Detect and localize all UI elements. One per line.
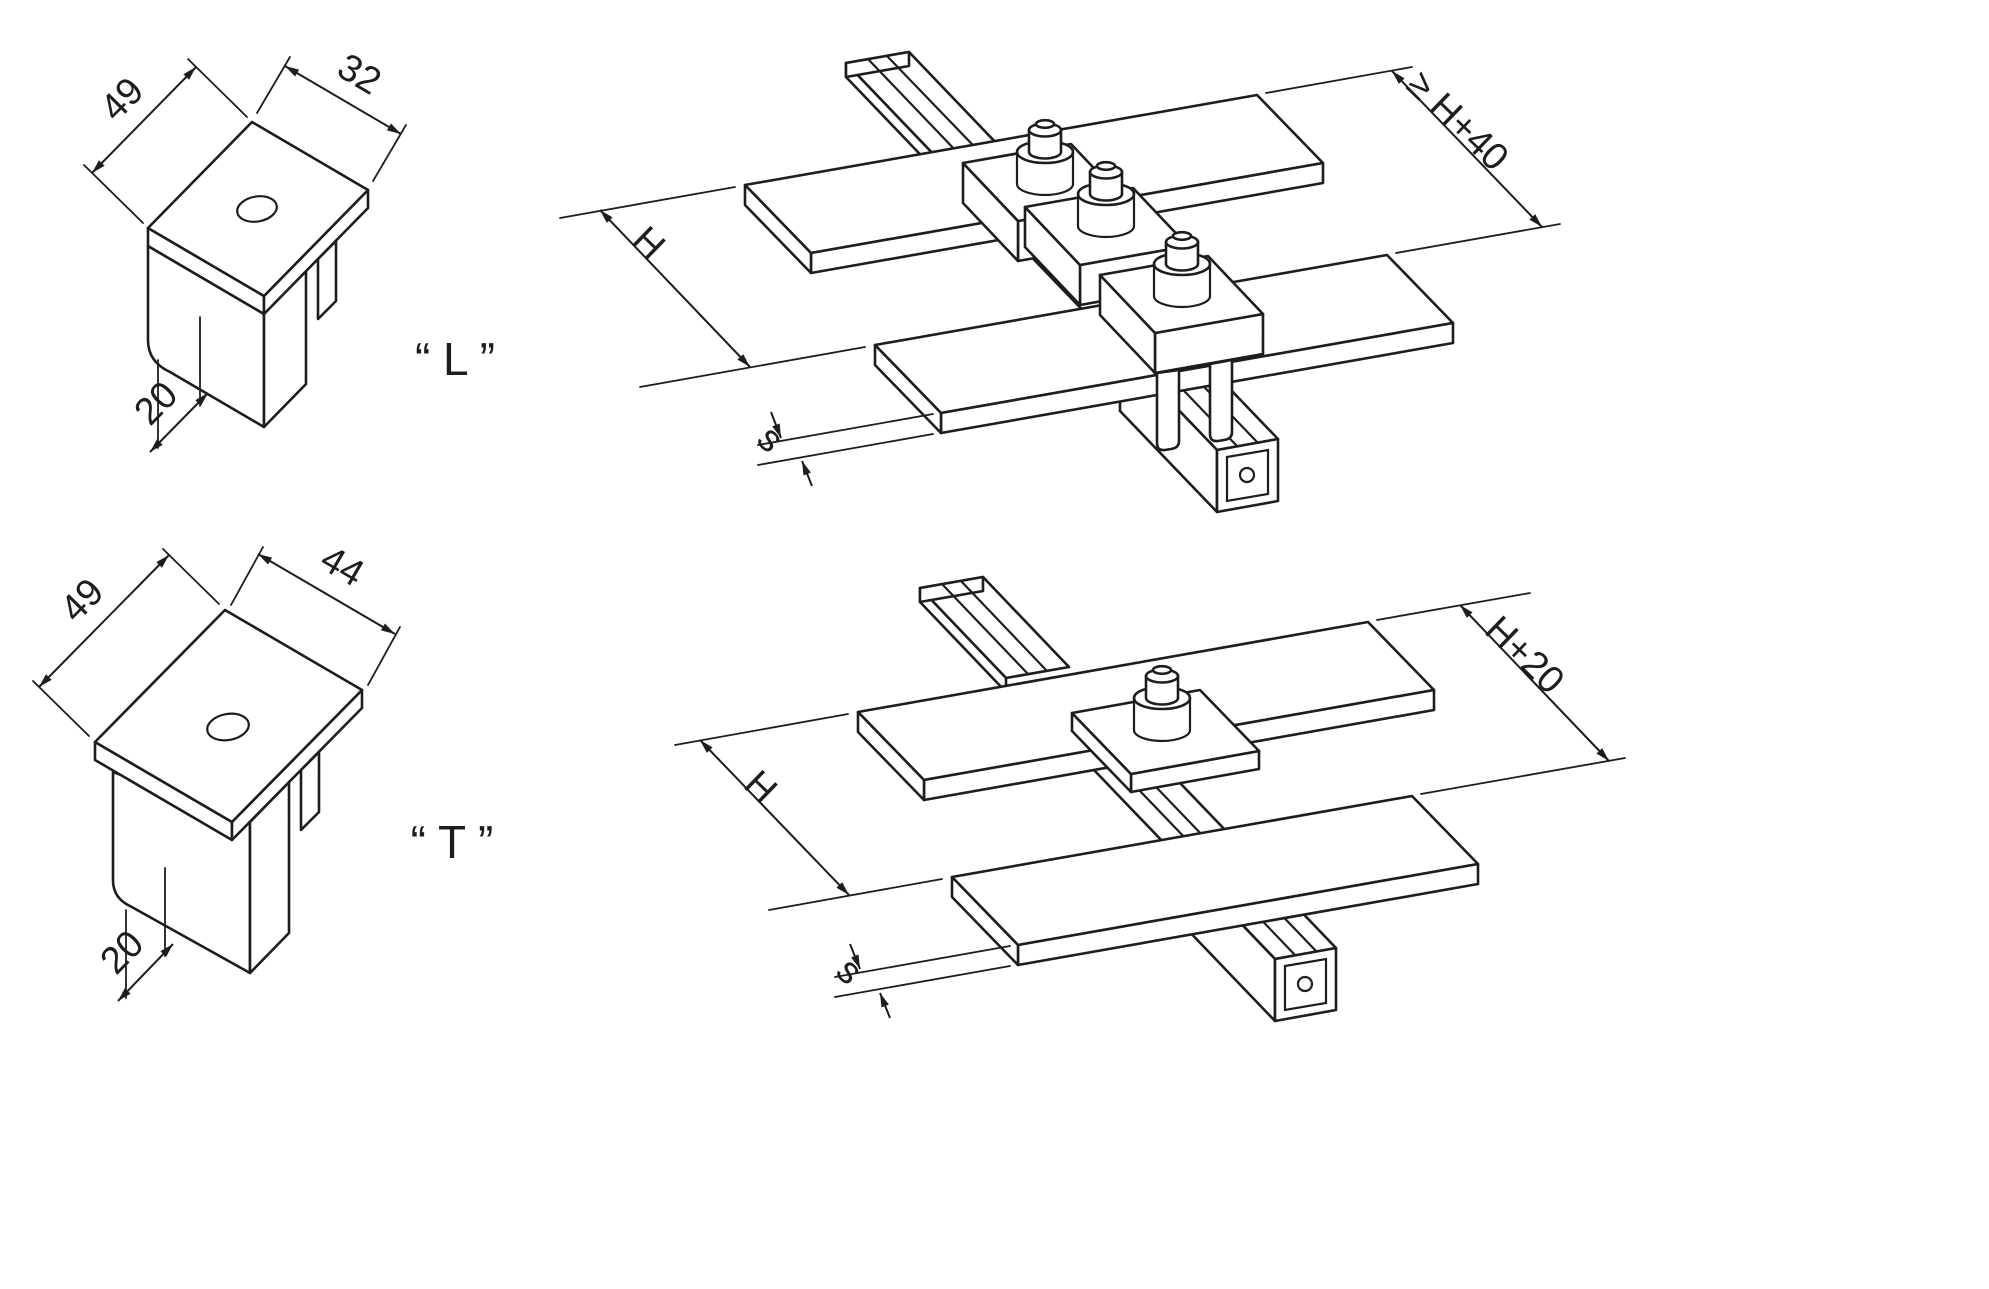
l-assembly-dim-span: ≥ H+40 bbox=[1398, 63, 1516, 179]
l-dim-depth: 32 bbox=[330, 46, 388, 104]
l-fitting-label: “ L ” bbox=[415, 333, 495, 385]
l-fitting-body bbox=[146, 120, 370, 429]
t-fitting-label: “ T ” bbox=[411, 816, 494, 868]
l-fitting-drawing: 49 32 20 “ L ” bbox=[83, 46, 495, 453]
t-assembly-dim-span: H+20 bbox=[1477, 608, 1572, 702]
l-assembly-dim-height: H bbox=[624, 219, 673, 268]
t-assembly-panel-lower bbox=[950, 794, 1480, 967]
t-assembly-drawing: H s H+20 bbox=[674, 575, 1626, 1023]
clamp-jaw-prong bbox=[1155, 368, 1181, 452]
clamp-jaw-prong bbox=[1208, 358, 1234, 443]
l-assembly-clamp-3 bbox=[1098, 230, 1265, 452]
t-plate-top-face bbox=[93, 608, 364, 824]
t-dim-depth: 44 bbox=[313, 538, 371, 596]
l-bolt-hole bbox=[236, 195, 278, 223]
l-assembly-drawing: H s ≥ H+40 bbox=[559, 50, 1561, 514]
t-bolt-hole bbox=[206, 712, 250, 742]
t-assembly-clamp-plate bbox=[1070, 664, 1261, 794]
t-fitting-body bbox=[93, 608, 364, 975]
t-assembly-rail-upper bbox=[918, 575, 1071, 694]
l-leg-front-face bbox=[146, 244, 266, 429]
t-assembly-dim-height: H bbox=[736, 763, 785, 812]
l-plate-top-face bbox=[146, 120, 370, 298]
t-fitting-drawing: 49 44 20 “ T ” bbox=[32, 538, 494, 1002]
